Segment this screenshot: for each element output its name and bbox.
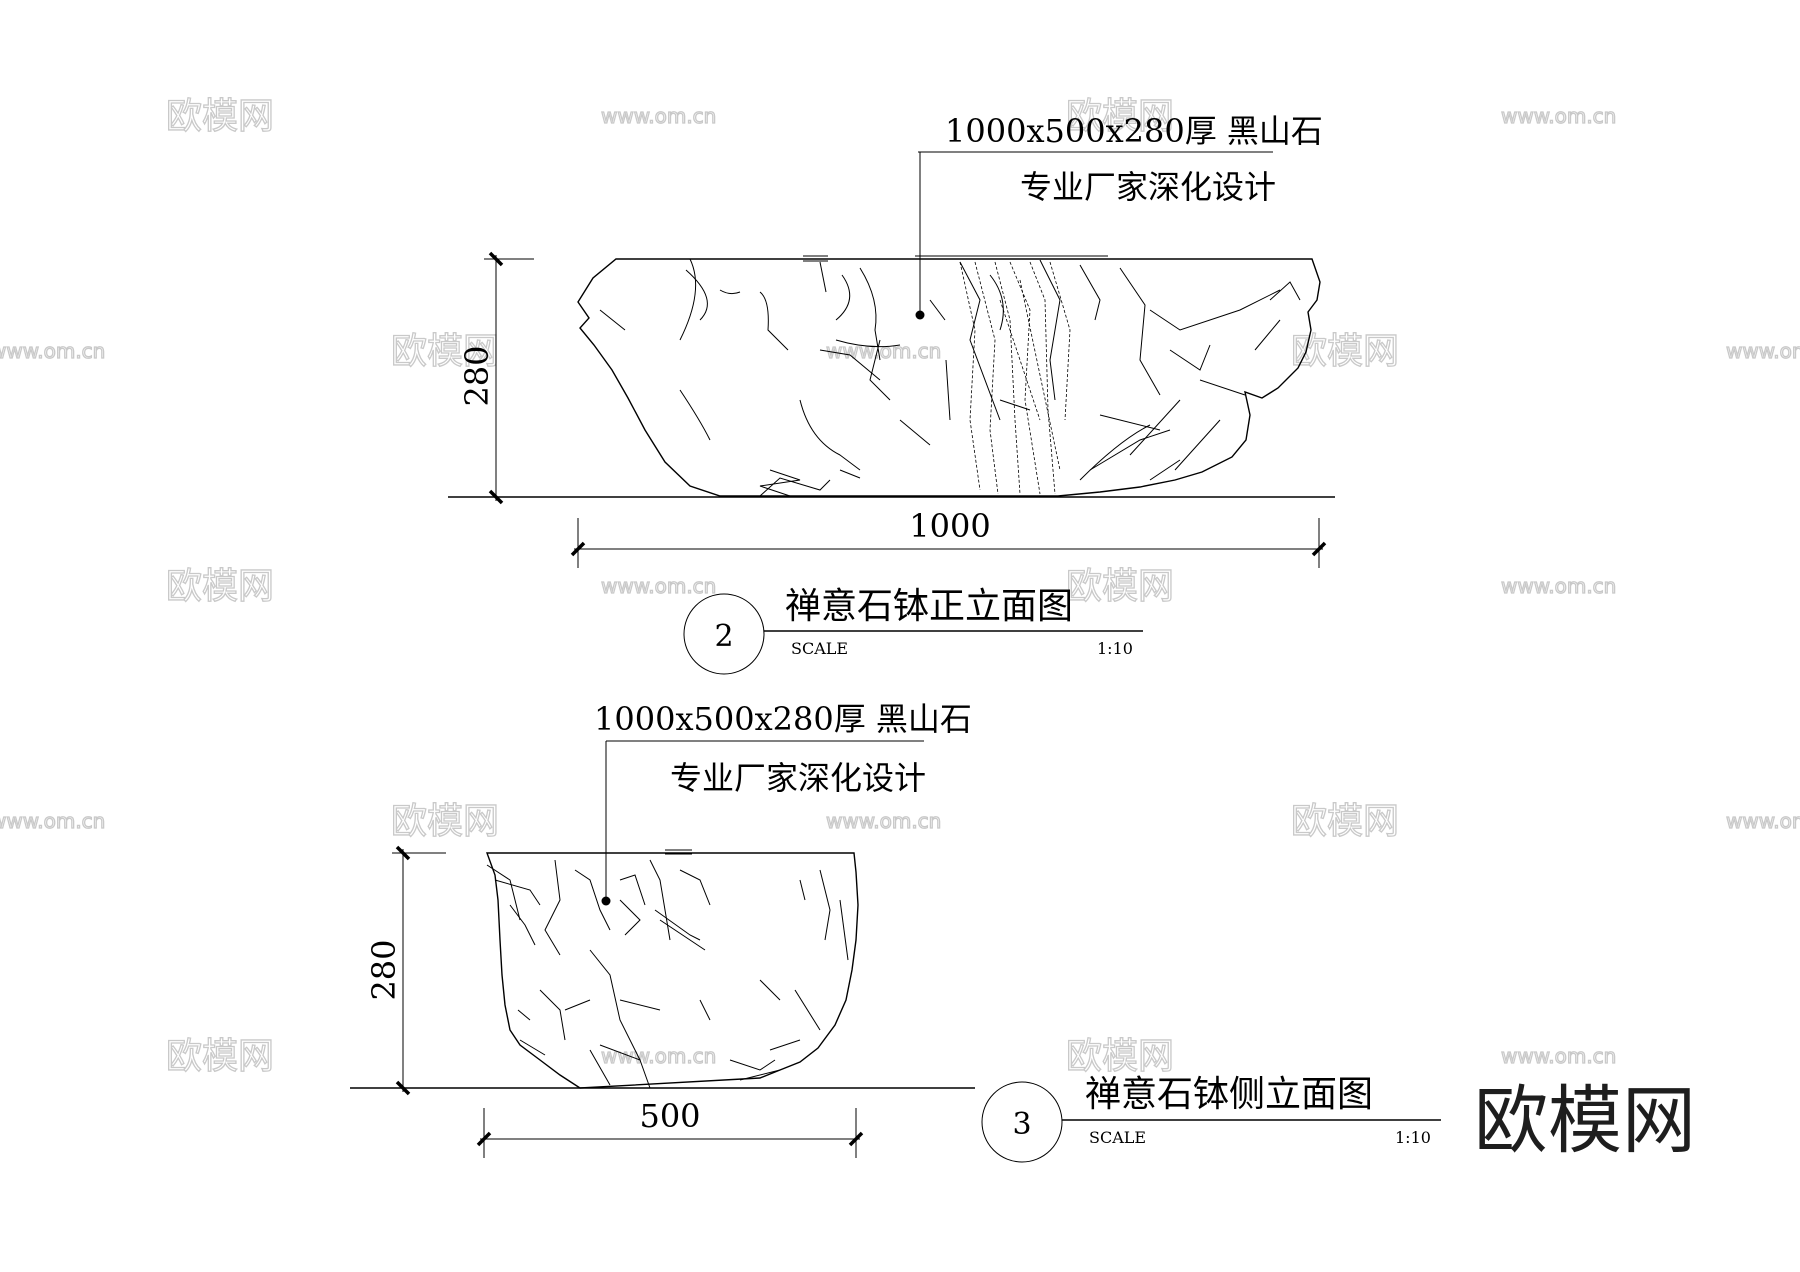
watermark-brand: 欧模网 — [1066, 96, 1174, 137]
side-callout-note: 专业厂家深化设计 — [670, 759, 926, 797]
front-callout-note: 专业厂家深化设计 — [1020, 168, 1276, 206]
watermark-brand: 欧模网 — [391, 331, 499, 372]
front-dim-tick — [570, 541, 586, 557]
watermark-site: www.om.cn — [1501, 1044, 1616, 1068]
watermark-brand: 欧模网 — [1066, 1036, 1174, 1077]
watermark-layer: 欧模网 www.om.cn 欧模网 www.om.cn www.om.cn 欧模… — [0, 95, 1800, 1077]
brand-logo: 欧模网 — [1474, 1078, 1696, 1164]
side-dim-width-value: 500 — [639, 1097, 700, 1135]
front-view-number-circle — [683, 593, 765, 675]
watermark-site: www.om.cn — [0, 339, 105, 363]
side-stone-outline — [486, 852, 859, 1089]
watermark-brand: 欧模网 — [391, 801, 499, 842]
side-scale-label: SCALE — [1089, 1128, 1146, 1147]
front-leader-dot — [915, 310, 925, 320]
side-dim-tick — [476, 1131, 492, 1147]
watermark-site: www.om.cn — [1501, 574, 1616, 598]
front-dim-tick — [488, 489, 504, 505]
side-scale-value: 1:10 — [1395, 1128, 1431, 1147]
front-scale-value: 1:10 — [1097, 639, 1133, 658]
side-leader-dot — [601, 896, 611, 906]
watermark-site: www.om.cn — [601, 574, 716, 598]
front-stone-texture — [599, 258, 1301, 497]
watermark-site: www.om.cn — [0, 809, 105, 833]
watermark-site: www.om.cn — [601, 104, 716, 128]
front-dim-tick — [488, 251, 504, 267]
watermark-site: www.om.cn — [826, 809, 941, 833]
side-view-number: 3 — [1012, 1107, 1031, 1142]
watermark-site: www.om.cn — [1501, 104, 1616, 128]
side-dim-tick — [395, 845, 411, 861]
watermark-brand: 欧模网 — [166, 566, 274, 607]
side-dim-tick — [848, 1131, 864, 1147]
front-stone-grain — [959, 261, 1071, 495]
watermark-site: www.om.cn — [1726, 809, 1800, 833]
watermark-brand: 欧模网 — [1291, 801, 1399, 842]
front-stone-outline — [577, 258, 1321, 497]
front-callout-spec: 1000x500x280厚 黑山石 — [945, 112, 1323, 150]
side-dim-height-value: 280 — [365, 939, 403, 1000]
side-stone-texture — [486, 859, 849, 1089]
side-view-number-circle — [981, 1081, 1063, 1163]
watermark-site: www.om.cn — [826, 339, 941, 363]
watermark-brand: 欧模网 — [1066, 566, 1174, 607]
side-view-title: 禅意石钵侧立面图 — [1085, 1074, 1373, 1115]
watermark-site: www.om.cn — [1726, 339, 1800, 363]
front-elevation: 1000x500x280厚 黑山石 专业厂家深化设计 — [448, 112, 1335, 675]
side-dim-tick — [395, 1080, 411, 1096]
front-dim-tick — [1311, 541, 1327, 557]
side-elevation: 1000x500x280厚 黑山石 专业厂家深化设计 — [350, 700, 1441, 1163]
watermark-brand: 欧模网 — [166, 1036, 274, 1077]
side-callout-spec: 1000x500x280厚 黑山石 — [594, 700, 972, 738]
front-scale-label: SCALE — [791, 639, 848, 658]
front-dim-width-value: 1000 — [909, 507, 990, 545]
watermark-brand: 欧模网 — [166, 96, 274, 137]
watermark-brand: 欧模网 — [1291, 331, 1399, 372]
front-view-title: 禅意石钵正立面图 — [785, 586, 1073, 627]
front-view-number: 2 — [714, 619, 733, 654]
watermark-site: www.om.cn — [601, 1044, 716, 1068]
front-dim-height-value: 280 — [458, 345, 496, 406]
